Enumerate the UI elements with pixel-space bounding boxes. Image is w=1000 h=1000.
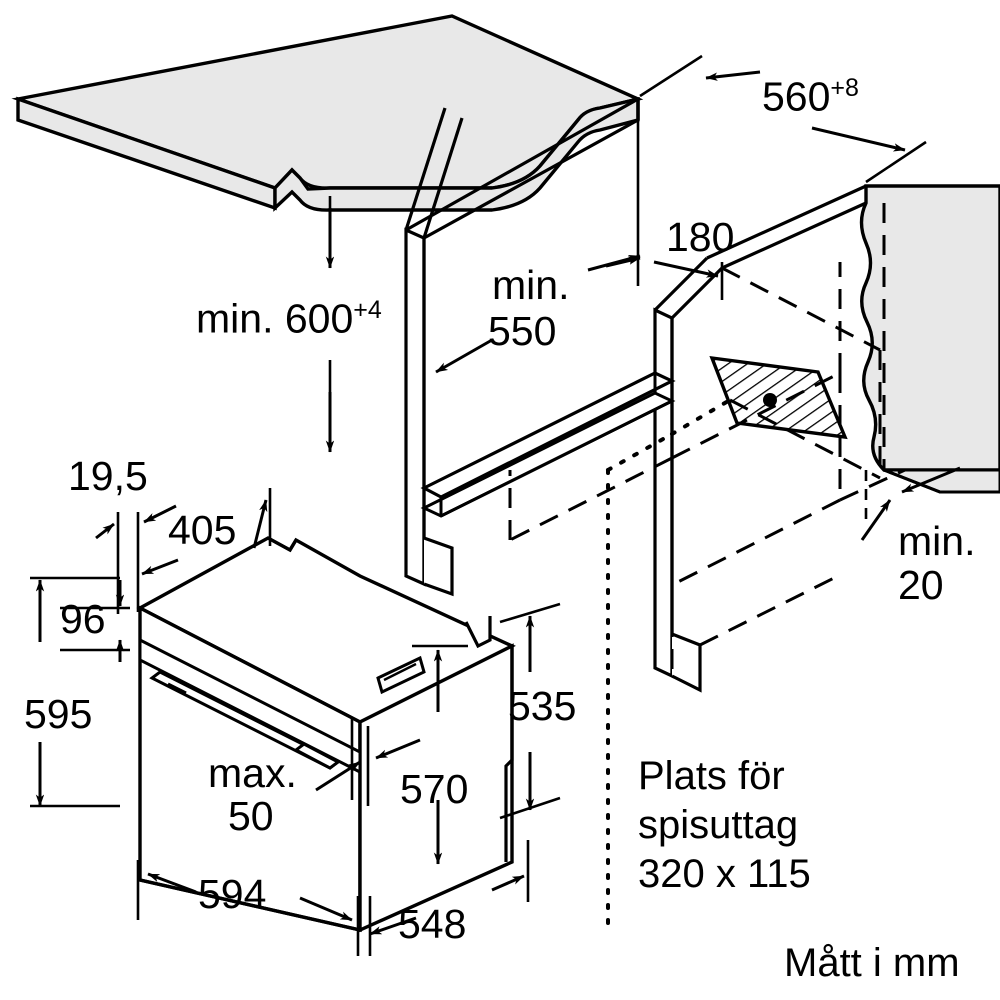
dim-label-rear-clearance-line1: min. [898,518,976,564]
cabinet-lower-rail [440,399,673,518]
hidden-edge-9 [721,266,881,352]
dim-label-niche-depth: 560+8 [762,73,859,120]
dim-label-body-height: 570 [400,766,469,812]
countertop-panel [11,14,644,212]
dim-label-control-panel-depth: 405 [168,507,237,553]
cabinet-base-shelf [420,371,676,518]
dim-top-offset [605,99,724,300]
dim-label-niche-height: min. 600+4 [196,295,382,342]
units-note: Mått i mm [784,941,960,985]
dim-label-control-panel-height: 96 [60,596,106,642]
hidden-edge-8 [699,573,841,647]
dim-label-door-gap-line2: 50 [228,793,274,839]
dim-door-gap [315,718,421,806]
centre-line-diag2 [670,398,732,436]
cabinet-niche-left-inner [405,97,639,240]
centre-line-diag [606,432,674,472]
rear-wall-panel [859,184,1000,494]
dim-appliance-depth [368,840,530,956]
outlet-note-line1: Plats för [638,754,785,798]
hidden-edge-6 [671,498,841,587]
cabinet-left-panel [404,107,464,597]
dim-label-door-gap-line1: max. [208,750,297,796]
outlet-note-line2: spisuttag [638,803,799,847]
dim-appliance-height [30,576,120,808]
dim-label-panel-thickness: 19,5 [68,453,148,499]
dim-label-appliance-depth: 548 [398,901,467,947]
outlet-note-line3: 320 x 115 [638,852,811,896]
dim-label-niche-width-line1: min. [492,262,570,308]
oven-appliance [136,536,516,933]
dim-body-height [412,644,468,865]
dim-rear-clearance [860,466,961,541]
socket-cutout-hatched [709,355,848,440]
dim-appliance-width [136,860,360,956]
dim-label-rear-clearance-line2: 20 [898,562,944,608]
dim-label-niche-width-line2: 550 [488,308,557,354]
dim-niche-depth [639,54,927,184]
dim-label-top-offset: 180 [666,214,735,260]
dim-control-panel-depth [141,488,272,576]
hidden-edge-10 [729,398,881,480]
dim-body-rear-height [499,602,561,820]
dim-label-appliance-height: 595 [24,691,93,737]
dim-label-appliance-width: 594 [198,871,267,917]
dim-control-panel-height [60,580,130,662]
hidden-edge-12 [839,468,906,502]
dim-label-body-rear-height: 535 [508,683,577,729]
